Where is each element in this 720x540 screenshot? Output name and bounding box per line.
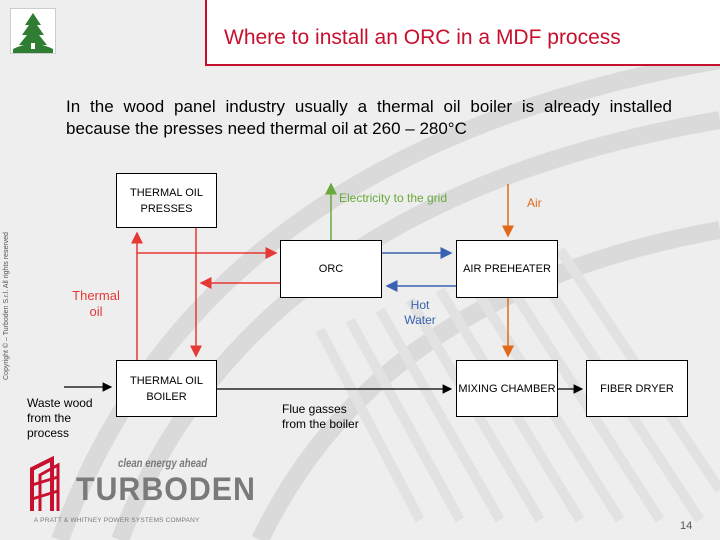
turboden-mark-icon <box>30 455 60 511</box>
fiber-dryer-box: FIBER DRYER <box>586 360 688 417</box>
brand-subtitle: A PRATT & WHITNEY POWER SYSTEMS COMPANY <box>34 517 200 524</box>
brand-tagline: clean energy ahead <box>118 456 208 470</box>
tree-logo-icon <box>10 8 56 54</box>
air-label: Air <box>527 196 542 210</box>
flue-gas-label: Flue gasses from the boiler <box>282 402 359 431</box>
brand-name: TURBODEN <box>76 471 256 507</box>
turboden-logo: clean energy ahead TURBODEN A PRATT & WH… <box>28 455 255 527</box>
mixing-chamber-box: MIXING CHAMBER <box>456 360 558 417</box>
slide-title: Where to install an ORC in a MDF process <box>224 26 621 49</box>
page-number: 14 <box>680 520 693 532</box>
thermal-oil-boiler-box: THERMAL OIL BOILER <box>116 360 217 417</box>
electricity-label: Electricity to the grid <box>338 191 448 205</box>
hot-water-label: Hot Water <box>404 298 436 327</box>
thermal-oil-label: Thermal oil <box>72 288 120 319</box>
orc-box: ORC <box>280 240 382 298</box>
air-preheater-box: AIR PREHEATER <box>456 240 558 298</box>
title-banner: Where to install an ORC in a MDF process <box>205 0 720 66</box>
intro-paragraph: In the wood panel industry usually a the… <box>66 97 672 138</box>
waste-wood-label: Waste wood from the process <box>27 396 93 440</box>
thermal-oil-presses-box: THERMAL OIL PRESSES <box>116 173 217 228</box>
